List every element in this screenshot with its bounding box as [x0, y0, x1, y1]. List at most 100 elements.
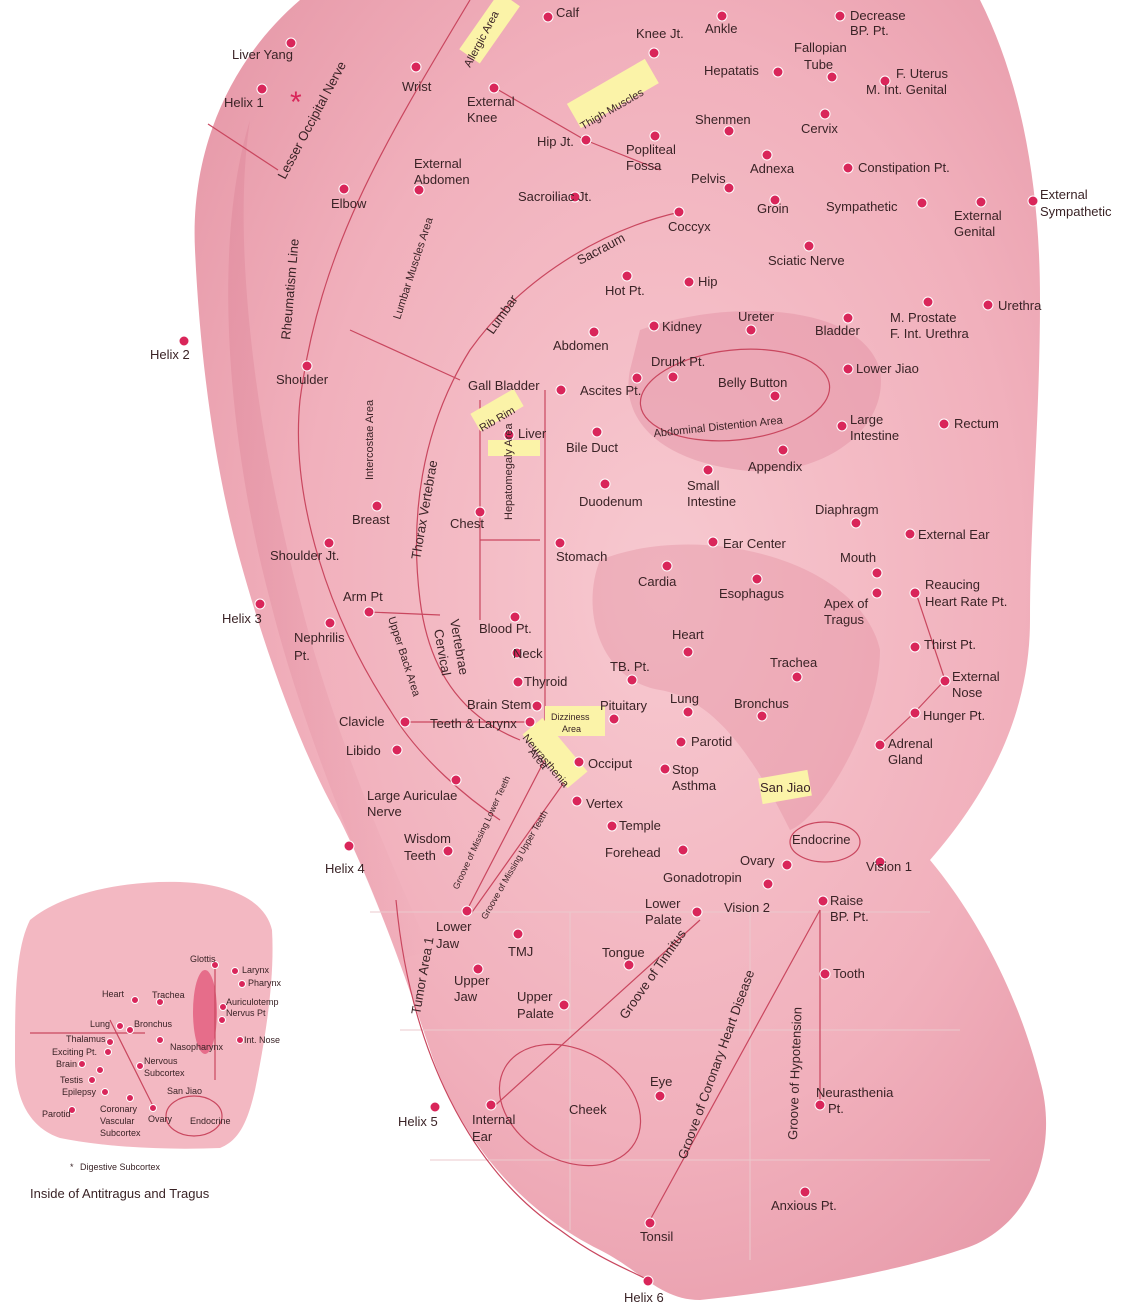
- label-blood-pt: Blood Pt.: [479, 621, 532, 636]
- label-temple: Temple: [619, 818, 661, 833]
- inset-parotid: Parotid: [42, 1109, 71, 1119]
- label-shoulder: Shoulder: [276, 372, 329, 387]
- label-bile-duct: Bile Duct: [566, 440, 618, 455]
- inset-asterisk: *: [70, 1162, 74, 1172]
- inset-trachea: Trachea: [152, 990, 185, 1000]
- inset-ovary: Ovary: [148, 1114, 173, 1124]
- label-ear-center: Ear Center: [723, 536, 787, 551]
- label-wisdom: Wisdom: [404, 831, 451, 846]
- label-endocrine: Endocrine: [792, 832, 851, 847]
- label-upper-jaw: Upper: [454, 973, 490, 988]
- label-vertex: Vertex: [586, 796, 623, 811]
- label-drunk: Drunk Pt.: [651, 354, 705, 369]
- label-heart: Heart: [672, 627, 704, 642]
- label-f-uterus: F. Uterus: [896, 66, 949, 81]
- label-parotid: Parotid: [691, 734, 732, 749]
- label-elbow: Elbow: [331, 196, 367, 211]
- label-helix-5: Helix 5: [398, 1114, 438, 1129]
- label-urethra: Urethra: [998, 298, 1042, 313]
- label-thirst: Thirst Pt.: [924, 637, 976, 652]
- label-shoulder-jt: Shoulder Jt.: [270, 548, 339, 563]
- label-brain-stem: Brain Stem: [467, 697, 531, 712]
- inset-bronchus: Bronchus: [134, 1019, 173, 1029]
- label-upper-palate: Upper: [517, 989, 553, 1004]
- label-sacroiliac: Sacroiliac Jt.: [518, 189, 592, 204]
- label-hot-pt: Hot Pt.: [605, 283, 645, 298]
- inset-auriculotemporal: Auriculotemp: [226, 997, 279, 1007]
- label-calf: Calf: [556, 5, 580, 20]
- label-fallopian: Fallopian: [794, 40, 847, 55]
- meridian-lines: [207, 0, 946, 1281]
- label-groin: Groin: [757, 201, 789, 216]
- label-belly-button: Belly Button: [718, 375, 787, 390]
- label-ureter: Ureter: [738, 309, 775, 324]
- label-duodenum: Duodenum: [579, 494, 643, 509]
- inset-heart: Heart: [102, 989, 125, 999]
- label-lower-jiao: Lower Jiao: [856, 361, 919, 376]
- label-tmj: TMJ: [508, 944, 533, 959]
- inset-thalamus: Thalamus: [66, 1034, 106, 1044]
- label-neurasthenia: Neurasthenia: [816, 1085, 894, 1100]
- label-small-intestine-2: Intestine: [687, 494, 736, 509]
- label-lower-palate: Lower: [645, 896, 681, 911]
- label-asthma: Asthma: [672, 778, 717, 793]
- label-mouth: Mouth: [840, 550, 876, 565]
- label-teeth: Teeth: [404, 848, 436, 863]
- inset-pharynx: Pharynx: [248, 978, 282, 988]
- label-teeth-larynx: Teeth & Larynx: [430, 716, 517, 731]
- label-popliteal: Popliteal: [626, 142, 676, 157]
- label-stop: Stop: [672, 762, 699, 777]
- label-hepatatis: Hepatatis: [704, 63, 759, 78]
- inset-vascular: Vascular: [100, 1116, 134, 1126]
- inset-subcortex-2: Subcortex: [100, 1128, 141, 1138]
- inset-brain: Brain: [56, 1059, 77, 1069]
- inset-nasopharynx: Nasopharynx: [170, 1042, 224, 1052]
- label-f-int-urethra: F. Int. Urethra: [890, 326, 970, 341]
- label-heart-rate: Heart Rate Pt.: [925, 594, 1007, 609]
- label-clavicle: Clavicle: [339, 714, 385, 729]
- label-external-ear: External Ear: [918, 527, 990, 542]
- inset-san-jiao: San Jiao: [167, 1086, 202, 1096]
- concha-shading: [628, 310, 881, 472]
- label-decrease: Decrease: [850, 8, 906, 23]
- label-occiput: Occiput: [588, 756, 632, 771]
- label-neurasthenia-pt: Pt.: [828, 1101, 844, 1116]
- inset-subcortex: Subcortex: [144, 1068, 185, 1078]
- label-coccyx: Coccyx: [668, 219, 711, 234]
- label-tooth: Tooth: [833, 966, 865, 981]
- label-hunger: Hunger Pt.: [923, 708, 985, 723]
- inset-epilepsy: Epilepsy: [62, 1087, 97, 1097]
- label-wrist: Wrist: [402, 79, 432, 94]
- label-external-knee: External: [467, 94, 515, 109]
- label-cheek: Cheek: [569, 1102, 607, 1117]
- label-hypotension: Groove of Hypotension: [785, 1007, 805, 1140]
- label-palate: Palate: [645, 912, 682, 927]
- inset-title: Inside of Antitragus and Tragus: [30, 1186, 210, 1201]
- label-knee-2: Knee: [467, 110, 497, 125]
- helix-shading: [228, 120, 430, 960]
- label-ascites: Ascites Pt.: [580, 383, 641, 398]
- label-large-intestine: Large: [850, 412, 883, 427]
- label-external-nose: External: [952, 669, 1000, 684]
- label-vision-1: Vision 1: [866, 859, 912, 874]
- label-dizziness: Dizziness: [551, 712, 590, 722]
- label-cervix: Cervix: [801, 121, 838, 136]
- label-libido: Libido: [346, 743, 381, 758]
- label-eye: Eye: [650, 1074, 672, 1089]
- label-adnexa: Adnexa: [750, 161, 795, 176]
- label-arm-pt: Arm Pt: [343, 589, 383, 604]
- inset-exciting: Exciting Pt.: [52, 1047, 97, 1057]
- inset-larynx: Larynx: [242, 965, 270, 975]
- label-pelvis: Pelvis: [691, 171, 726, 186]
- label-helix-3: Helix 3: [222, 611, 262, 626]
- label-lower-jaw: Lower: [436, 919, 472, 934]
- label-tongue: Tongue: [602, 945, 645, 960]
- label-external-genital: External: [954, 208, 1002, 223]
- label-shenmen: Shenmen: [695, 112, 751, 127]
- label-hip: Hip: [698, 274, 718, 289]
- label-neck: Neck: [513, 646, 543, 661]
- label-anxious: Anxious Pt.: [771, 1198, 837, 1213]
- label-gland: Gland: [888, 752, 923, 767]
- label-san-jiao: San Jiao: [760, 780, 811, 795]
- label-m-prostate: M. Prostate: [890, 310, 956, 325]
